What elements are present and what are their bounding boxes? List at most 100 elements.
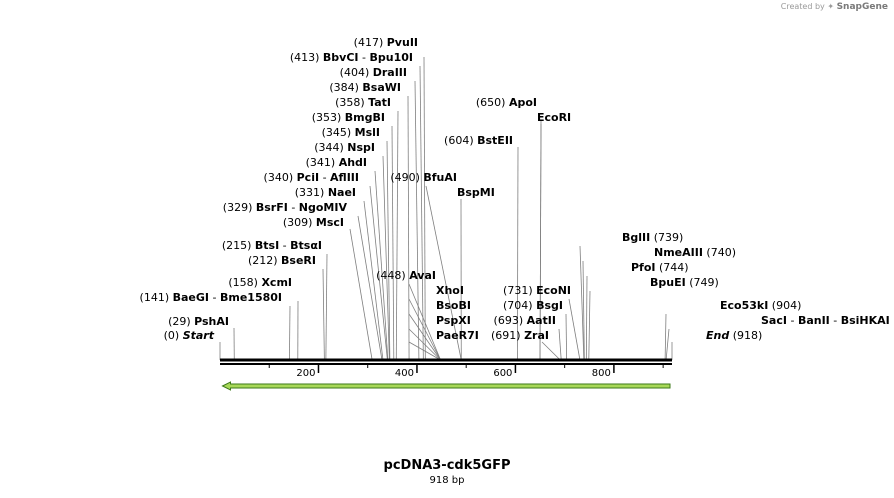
site-enzyme-name: AflIII <box>330 171 359 184</box>
site-connector-line <box>588 290 591 361</box>
site-position: (340) <box>264 171 297 184</box>
site-enzyme-name: PciI <box>297 171 319 184</box>
site-connector-line <box>408 313 441 361</box>
site-enzyme-name: PvuII <box>387 36 418 49</box>
site-label: BspMI <box>457 186 495 199</box>
site-enzyme-name: BseRI <box>281 254 316 267</box>
site-enzyme-name: BanII <box>798 314 830 327</box>
site-connector-line <box>582 260 585 361</box>
site-enzyme-name: ZraI <box>524 329 549 342</box>
site-label: (417) PvuII <box>354 36 418 49</box>
site-label: (340) PciI - AflIII <box>264 171 359 184</box>
site-connector-line <box>568 298 581 361</box>
site-enzyme-name: NspI <box>347 141 375 154</box>
site-label: (704) BsgI <box>503 299 563 312</box>
ruler-tick-label: 400 <box>395 368 414 379</box>
site-label: (693) AatII <box>494 314 556 327</box>
site-connector-line <box>407 95 410 361</box>
site-position: (384) <box>329 81 362 94</box>
site-enzyme-name: BmgBI <box>345 111 385 124</box>
site-enzyme-name: AatII <box>527 314 556 327</box>
site-connector-line <box>664 313 667 361</box>
site-label: (215) BtsI - BtsαI <box>222 239 322 252</box>
ruler-tick-label: 800 <box>592 368 611 379</box>
site-label: BsoBI <box>436 299 471 312</box>
site-enzyme-name: DraIII <box>373 66 407 79</box>
site-position: (215) <box>222 239 255 252</box>
site-connector-line <box>408 328 441 361</box>
site-connector-line <box>374 170 389 361</box>
site-enzyme-name: PshAI <box>194 315 229 328</box>
site-position: (158) <box>228 276 261 289</box>
site-position: (691) <box>491 329 524 342</box>
site-enzyme-name: PaeR7I <box>436 329 479 342</box>
site-connector-line <box>585 275 588 361</box>
site-connector-line <box>408 298 441 361</box>
site-position: (740) <box>703 246 736 259</box>
site-label: (345) MslI <box>322 126 380 139</box>
site-position: (744) <box>656 261 689 274</box>
site-position: (904) <box>768 299 801 312</box>
site-enzyme-name: BstEII <box>477 134 513 147</box>
site-enzyme-name: BtsI <box>255 239 279 252</box>
site-enzyme-name: XcmI <box>261 276 292 289</box>
site-label: PspXI <box>436 314 471 327</box>
site-label: (490) BfuAI <box>390 171 457 184</box>
site-label: BpuEI (749) <box>650 276 719 289</box>
site-label: (29) PshAI <box>168 315 229 328</box>
site-enzyme-name: BfuAI <box>423 171 457 184</box>
site-connector-line <box>558 328 562 361</box>
snapgene-credit: Created by ✦ SnapGene <box>781 2 888 12</box>
map-title: pcDNA3-cdk5GFP <box>383 458 511 473</box>
site-enzyme-name: AhdI <box>339 156 367 169</box>
site-position: (0) <box>164 329 183 342</box>
site-enzyme-name: End <box>706 329 729 342</box>
site-label: End (918) <box>706 329 762 342</box>
site-name-separator: - <box>288 201 299 214</box>
site-position: (29) <box>168 315 194 328</box>
site-connector-line <box>369 185 388 361</box>
site-position: (918) <box>729 329 762 342</box>
site-label: (691) ZraI <box>491 329 549 342</box>
site-enzyme-name: PfoI <box>631 261 656 274</box>
site-position: (749) <box>686 276 719 289</box>
site-enzyme-name: BsrFI <box>256 201 288 214</box>
site-enzyme-name: BspMI <box>457 186 495 199</box>
site-position: (344) <box>314 141 347 154</box>
site-label: (358) TatI <box>335 96 391 109</box>
site-label: PfoI (744) <box>631 261 689 274</box>
site-connector-line <box>541 341 561 361</box>
site-label: (448) AvaI <box>376 269 436 282</box>
site-position: (141) <box>140 291 173 304</box>
site-position: (704) <box>503 299 536 312</box>
site-position: (341) <box>306 156 339 169</box>
site-label: XhoI <box>436 284 464 297</box>
site-label: (341) AhdI <box>306 156 367 169</box>
site-connector-line <box>382 155 390 361</box>
site-label: (344) NspI <box>314 141 375 154</box>
site-position: (731) <box>503 284 536 297</box>
site-position: (309) <box>283 216 316 229</box>
site-label: (353) BmgBI <box>312 111 385 124</box>
site-position: (353) <box>312 111 345 124</box>
site-label: PaeR7I <box>436 329 479 342</box>
site-name-separator: - <box>830 314 841 327</box>
site-label: (404) DraIII <box>340 66 407 79</box>
ruler-tick-label: 600 <box>493 368 512 379</box>
site-label: (212) BseRI <box>248 254 316 267</box>
site-label: (329) BsrFI - NgoMIV <box>223 201 348 214</box>
site-name-separator: - <box>359 51 370 64</box>
site-position: (490) <box>390 171 423 184</box>
site-connector-line <box>408 283 441 361</box>
site-label: (650) ApoI <box>476 96 537 109</box>
site-enzyme-name: NaeI <box>328 186 356 199</box>
site-connector-line <box>349 228 373 361</box>
site-label: (331) NaeI <box>295 186 356 199</box>
site-position: (604) <box>444 134 477 147</box>
site-enzyme-name: BsoBI <box>436 299 471 312</box>
site-enzyme-name: MslI <box>355 126 380 139</box>
site-name-separator: - <box>787 314 798 327</box>
site-name-separator: - <box>279 239 290 252</box>
site-position: (413) <box>290 51 323 64</box>
